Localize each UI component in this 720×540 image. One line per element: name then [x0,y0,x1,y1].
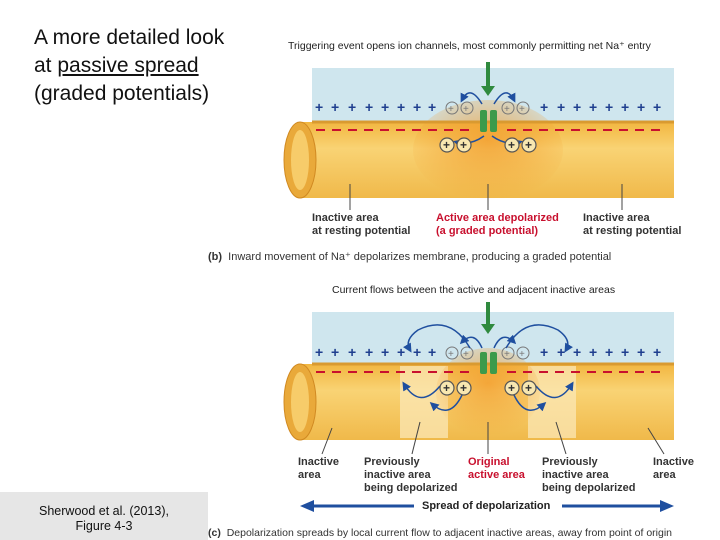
bottom-ion-channel [480,352,497,374]
svg-text:+: + [460,381,467,395]
title-line-1: A more detailed look [34,26,225,49]
bottom-panel-heading: Current flows between the active and adj… [332,284,616,296]
top-na-entry-arrow [481,62,495,96]
svg-text:+: + [573,99,581,115]
spread-label: Spread of depolarization [422,500,551,512]
svg-text:+: + [504,349,510,360]
svg-text:+: + [397,344,405,360]
panel-c-caption: (c) Depolarization spreads by local curr… [208,527,672,540]
svg-text:+: + [413,344,421,360]
svg-text:+: + [557,344,565,360]
bottom-plus-charges: + + + + + + + + + + + + + + + + [315,344,661,360]
svg-text:+: + [428,99,436,115]
top-intracellular-plus [439,137,537,153]
svg-text:+: + [348,344,356,360]
bottom-label-prev-right-3: being depolarized [542,482,636,494]
top-label-active-2: (a graded potential) [436,225,539,237]
svg-text:+: + [525,138,532,152]
svg-text:+: + [637,99,645,115]
citation-line-2: Figure 4-3 [75,519,133,533]
citation-line-1: Sherwood et al. (2013), [39,504,169,518]
bottom-label-prev-right-2: inactive area [542,469,609,481]
svg-text:+: + [381,344,389,360]
svg-text:+: + [573,344,581,360]
svg-text:+: + [315,344,323,360]
bottom-label-inactive-right-1: Inactive [653,456,694,468]
svg-text:+: + [448,104,454,115]
citation-box: Sherwood et al. (2013), Figure 4-3 [0,492,208,540]
svg-text:+: + [504,104,510,115]
svg-text:+: + [519,104,525,115]
svg-text:+: + [540,99,548,115]
panel-c-caption-text: Depolarization spreads by local current … [226,527,672,539]
slide-title: A more detailed look at passive spread (… [34,24,264,108]
svg-text:+: + [605,344,613,360]
svg-text:+: + [365,344,373,360]
panel-b-caption-text: Inward movement of Na⁺ depolarizes membr… [228,251,612,263]
bottom-plus-circles [445,346,530,360]
title-line-2-prefix: at [34,54,58,77]
top-label-left-1: Inactive area [312,212,379,224]
panel-b-letter: (b) [208,251,223,263]
svg-text:+: + [448,349,454,360]
svg-text:+: + [397,99,405,115]
svg-text:+: + [589,344,597,360]
svg-text:+: + [463,349,469,360]
svg-text:+: + [605,99,613,115]
title-underlined-term: passive spread [57,54,199,77]
panel-c-letter: (c) [208,527,221,539]
svg-text:+: + [621,344,629,360]
svg-text:+: + [637,344,645,360]
title-line-2: at passive spread [34,52,264,80]
top-plus-charges: + + + + + + + + + + + + + + + + [315,99,661,115]
svg-text:+: + [331,99,339,115]
svg-text:+: + [428,344,436,360]
bottom-label-inactive-right-2: area [653,469,676,481]
bottom-intracellular-plus [439,380,537,396]
svg-text:+: + [525,381,532,395]
svg-text:+: + [443,381,450,395]
top-label-left-2: at resting potential [312,225,411,237]
svg-text:+: + [460,138,467,152]
top-panel-heading: Triggering event opens ion channels, mos… [288,40,651,52]
bottom-na-entry-arrow [481,302,495,334]
svg-text:+: + [508,138,515,152]
svg-text:+: + [315,99,323,115]
bottom-label-inactive-left-2: area [298,469,321,481]
svg-text:+: + [348,99,356,115]
svg-text:+: + [331,344,339,360]
bottom-label-prev-left-2: inactive area [364,469,431,481]
svg-text:+: + [519,349,525,360]
svg-text:+: + [413,99,421,115]
top-label-active-1: Active area depolarized [436,212,559,224]
svg-text:+: + [508,381,515,395]
bottom-local-current-loops [402,324,574,412]
bottom-label-prev-left-3: being depolarized [364,482,458,494]
svg-text:+: + [381,99,389,115]
top-ion-channel [480,110,497,132]
bottom-label-original-2: active area [468,469,525,481]
panel-b-caption: (b) Inward movement of Na⁺ depolarizes m… [208,251,611,264]
svg-text:+: + [653,99,661,115]
svg-text:+: + [540,344,548,360]
svg-text:+: + [589,99,597,115]
svg-text:+: + [463,104,469,115]
svg-text:+: + [557,99,565,115]
bottom-active-area-glow [436,348,540,436]
top-label-right-2: at resting potential [583,225,682,237]
svg-text:+: + [443,138,450,152]
bottom-label-inactive-left-1: Inactive [298,456,339,468]
bottom-label-original-1: Original [468,456,510,468]
title-line-3: (graded potentials) [34,82,210,105]
top-active-area-glow [413,100,563,200]
svg-text:+: + [621,99,629,115]
svg-text:+: + [653,344,661,360]
svg-text:+: + [365,99,373,115]
bottom-label-prev-left-1: Previously [364,456,420,468]
bottom-label-prev-right-1: Previously [542,456,598,468]
top-label-right-1: Inactive area [583,212,650,224]
spread-of-depolarization-arrow [300,500,674,512]
